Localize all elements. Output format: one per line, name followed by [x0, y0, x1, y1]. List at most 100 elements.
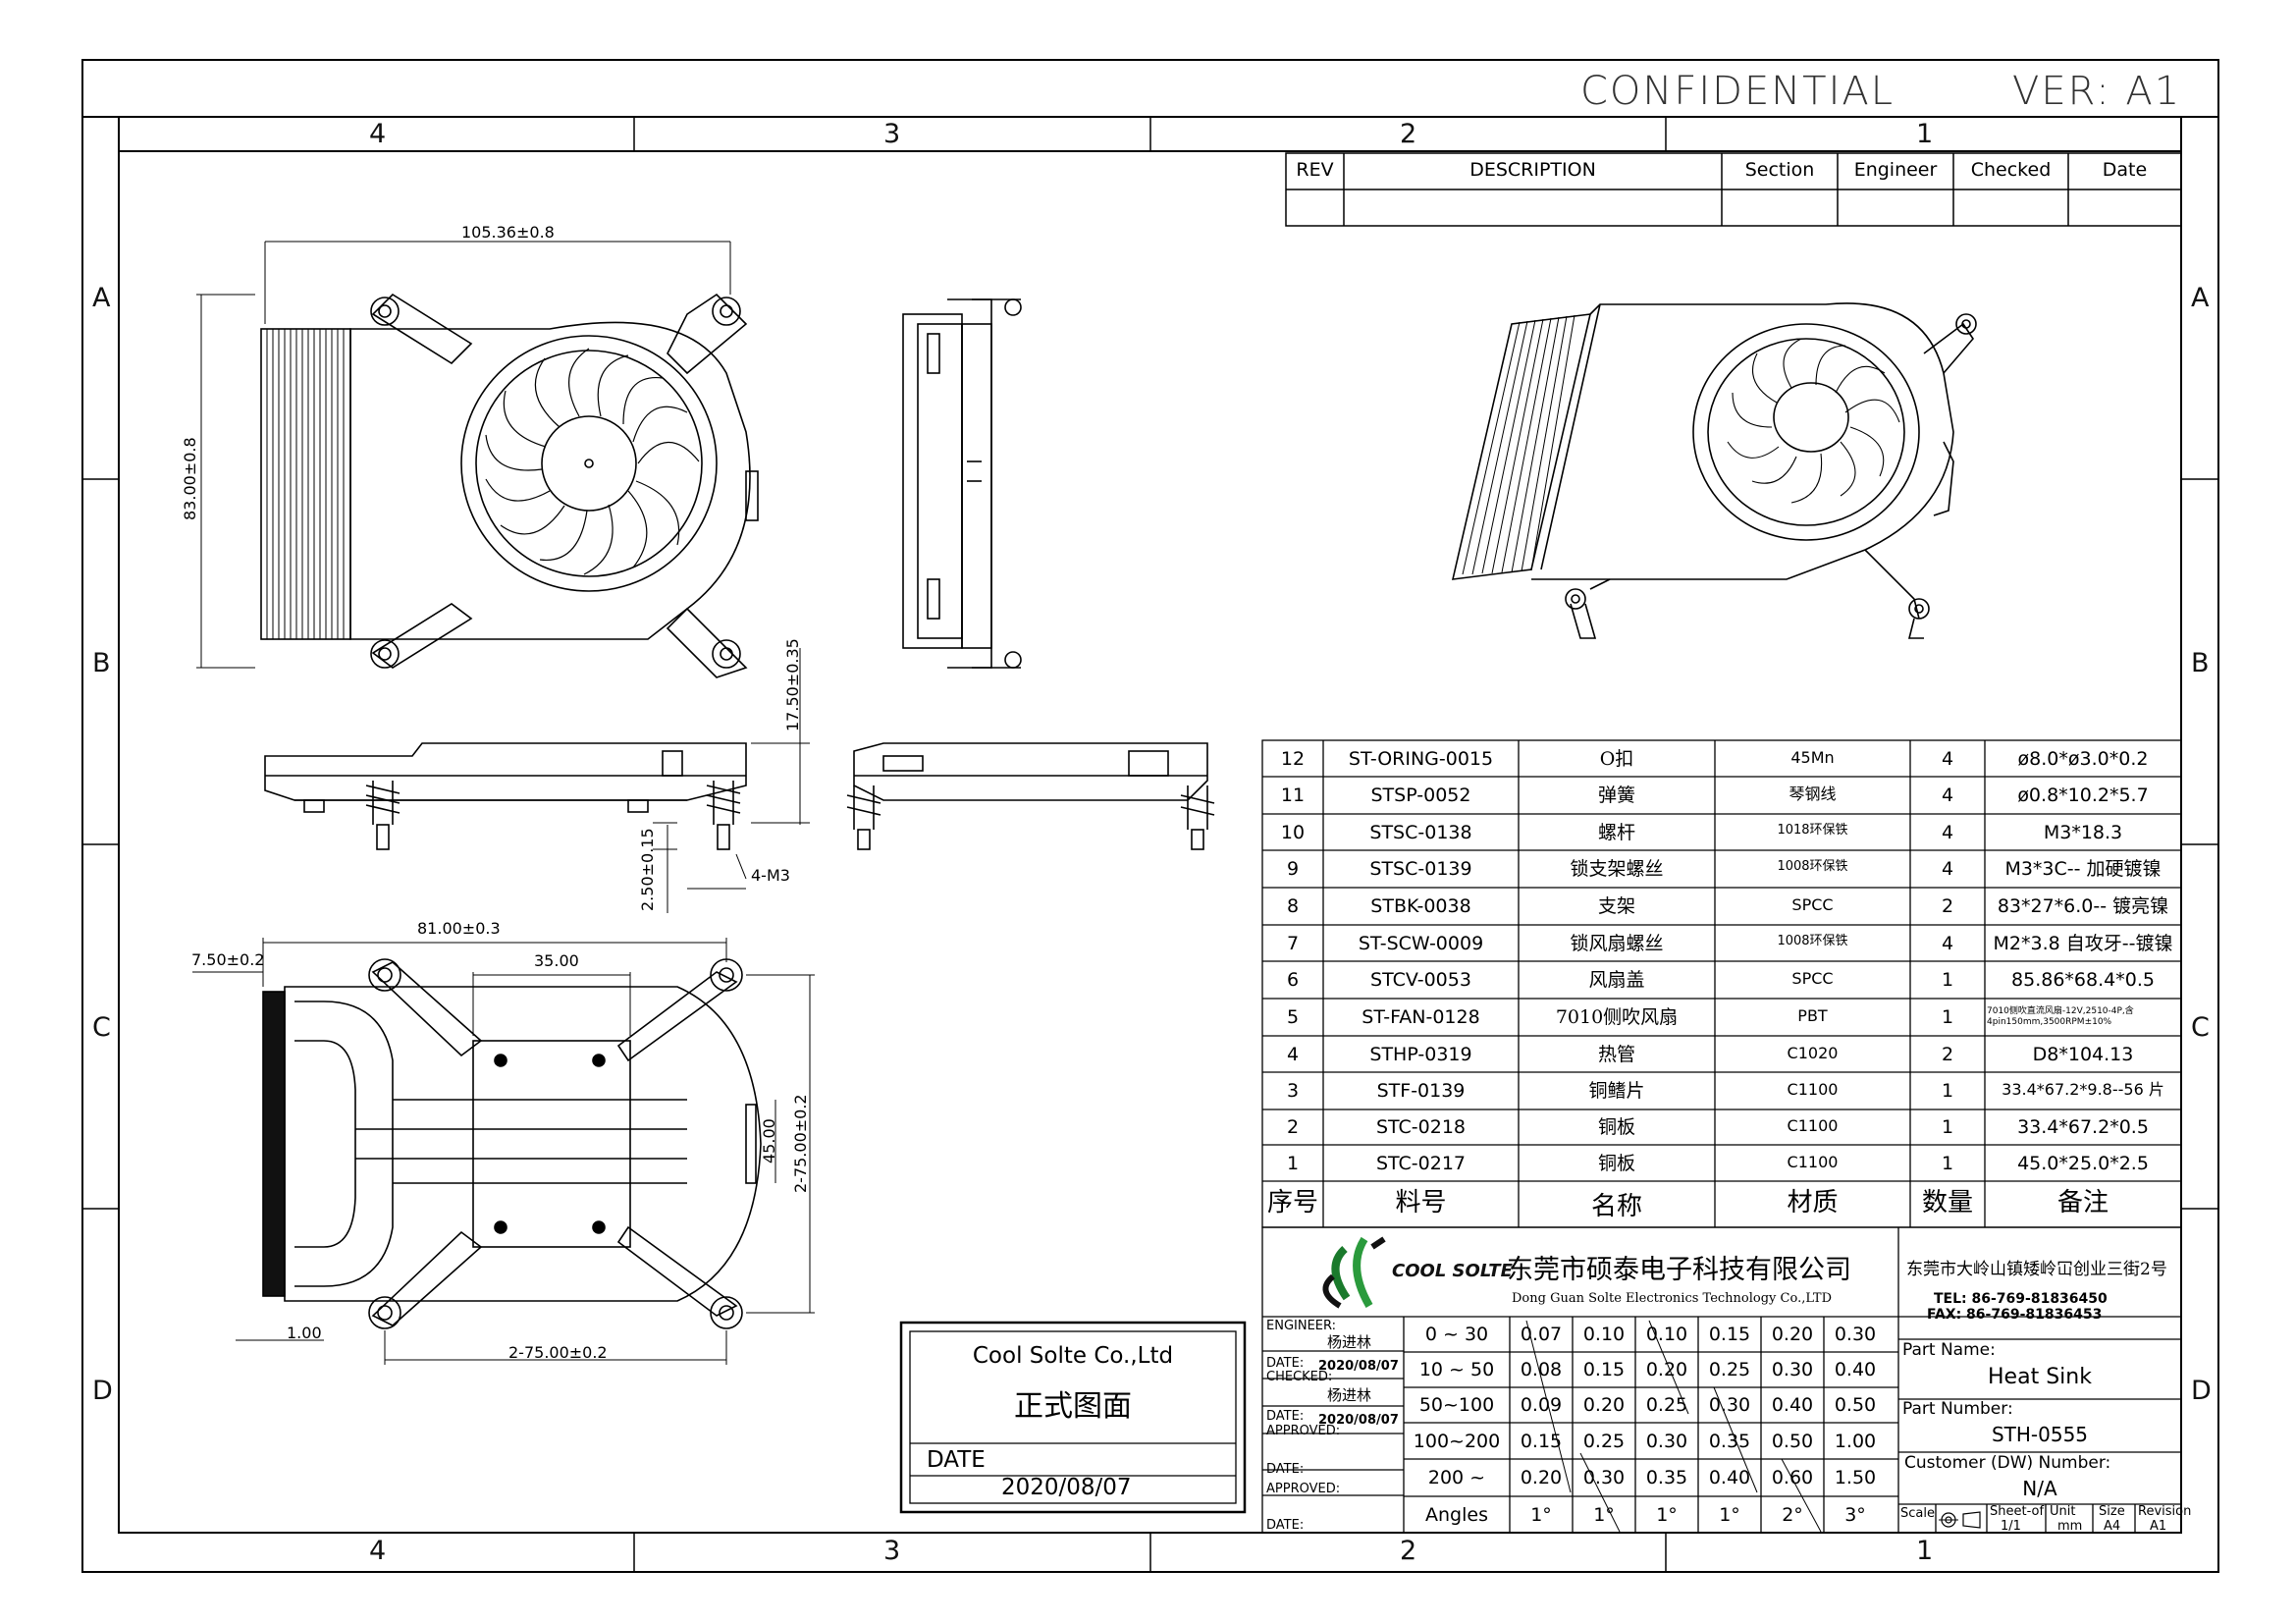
bom-cell-note: 7010侧吹直流风扇-12V,2510-4P,含4pin150mm,3500RP…	[1987, 1006, 2134, 1027]
date3-label: DATE:	[1266, 1462, 1305, 1477]
tolerance-value: 0.30	[1645, 1430, 1688, 1452]
tolerance-value: 0.09	[1520, 1394, 1563, 1416]
bom-cell-note: 83*27*6.0-- 镀亮镍	[1997, 895, 2169, 917]
bom-cell-part: STSC-0138	[1369, 821, 1472, 843]
bom-cell-part: STC-0218	[1375, 1116, 1467, 1138]
zone-row-b-right: B	[2191, 648, 2210, 678]
engineer-name: 杨进林	[1327, 1333, 1372, 1351]
bom-cell-material: SPCC	[1791, 969, 1834, 988]
tolerance-value: 0.35	[1645, 1467, 1688, 1488]
bom-cell-no: 2	[1286, 1116, 1300, 1138]
tolerance-value: 1°	[1530, 1503, 1552, 1526]
revision-value: A1	[2150, 1519, 2167, 1534]
bom-cell-no: 9	[1286, 858, 1300, 880]
tolerance-value: 0.30	[1771, 1359, 1814, 1380]
dim-side-height: 17.50±0.35	[783, 638, 802, 731]
company-logo-mark	[1322, 1236, 1386, 1309]
dim-plate-height: 45.00	[760, 1118, 778, 1163]
bom-cell-part: ST-FAN-0128	[1362, 1006, 1480, 1028]
tolerance-value: 0.25	[1582, 1430, 1626, 1452]
bom-cell-note: 33.4*67.2*0.5	[2017, 1116, 2149, 1138]
bom-cell-name: 螺杆	[1597, 821, 1635, 843]
bom-cell-qty: 1	[1941, 969, 1954, 991]
bom-cell-qty: 1	[1941, 1080, 1954, 1102]
tolerance-value: 0.15	[1520, 1430, 1563, 1452]
tolerance-value: 0.25	[1645, 1394, 1688, 1416]
zone-row-d-right: D	[2191, 1376, 2212, 1406]
bom-cell-material: SPCC	[1791, 895, 1834, 914]
bom-cell-qty: 2	[1941, 1043, 1954, 1065]
bom-cell-note: ø8.0*ø3.0*0.2	[2017, 747, 2149, 770]
approved-label: APPROVED:	[1266, 1424, 1341, 1438]
company-fax: FAX: 86-769-81836453	[1927, 1307, 2103, 1323]
bom-cell-note: 85.86*68.4*0.5	[2011, 969, 2155, 991]
zone-col-1-bottom: 1	[1916, 1536, 1934, 1566]
bom-cell-no: 7	[1286, 932, 1300, 954]
tolerance-value: 0.40	[1834, 1359, 1877, 1380]
bom-cell-name: 7010侧吹风扇	[1555, 1006, 1679, 1028]
bom-header-part: 料号	[1395, 1188, 1447, 1217]
zone-row-c-left: C	[92, 1012, 111, 1043]
bom-cell-part: STSC-0139	[1369, 858, 1472, 880]
version-label: VER: A1	[2012, 69, 2182, 114]
bom-cell-material: 45Mn	[1790, 747, 1835, 767]
bom-cell-material: C1100	[1787, 1152, 1839, 1171]
tolerance-range: 100~200	[1413, 1430, 1501, 1452]
dim-bottom-width: 81.00±0.3	[417, 919, 501, 938]
tolerance-value: 1.00	[1834, 1430, 1877, 1452]
tolerance-value: 0.20	[1582, 1394, 1626, 1416]
rev-header-date: Date	[2102, 159, 2148, 181]
tolerance-value: 0.15	[1708, 1324, 1751, 1345]
bom-cell-no: 4	[1286, 1043, 1300, 1065]
tolerance-value: 0.60	[1771, 1467, 1814, 1488]
zone-col-3-top: 3	[883, 119, 901, 149]
tolerance-value: 0.40	[1708, 1467, 1751, 1488]
bom-cell-qty: 4	[1941, 747, 1954, 770]
dim-fin-thickness: 1.00	[287, 1324, 322, 1342]
tolerance-range: 10 ~ 50	[1418, 1359, 1495, 1380]
tolerance-value: 1°	[1593, 1503, 1615, 1526]
bom-header-material: 材质	[1787, 1188, 1839, 1217]
bom-cell-note: 33.4*67.2*9.8--56 片	[2002, 1080, 2164, 1099]
company-tel: TEL: 86-769-81836450	[1934, 1291, 2108, 1307]
bom-cell-name: 支架	[1597, 895, 1635, 917]
zone-row-d-left: D	[92, 1376, 113, 1406]
zone-row-c-right: C	[2191, 1012, 2210, 1043]
part-name-value: Heat Sink	[1988, 1365, 2092, 1389]
company-name-cn: 东莞市硕泰电子科技有限公司	[1507, 1255, 1851, 1285]
bom-cell-no: 3	[1286, 1080, 1300, 1102]
tolerance-value: 0.07	[1520, 1324, 1563, 1345]
rev-header-section: Section	[1744, 159, 1815, 181]
bom-cell-name: 铜板	[1597, 1152, 1635, 1174]
dim-hole-spacing-h: 2-75.00±0.2	[508, 1343, 608, 1362]
date1-label: DATE:	[1266, 1356, 1305, 1371]
bom-cell-part: STCV-0053	[1370, 969, 1471, 991]
company-address: 东莞市大岭山镇矮岭冚创业三街2号	[1906, 1260, 2167, 1279]
bom-cell-qty: 1	[1941, 1152, 1954, 1174]
zone-row-b-left: B	[92, 648, 111, 678]
tolerance-range: Angles	[1425, 1503, 1488, 1526]
tolerance-value: 0.30	[1834, 1324, 1877, 1345]
tolerance-value: 0.20	[1771, 1324, 1814, 1345]
stamp-company: Cool Solte Co.,Ltd	[972, 1343, 1174, 1369]
bom-cell-material: 1008环保铁	[1777, 859, 1848, 874]
zone-row-a-left: A	[92, 283, 111, 313]
company-name-en: Dong Guan Solte Electronics Technology C…	[1512, 1291, 1832, 1306]
customer-number-value: N/A	[2022, 1477, 2057, 1500]
stamp-title: 正式图面	[1014, 1389, 1132, 1424]
part-number-value: STH-0555	[1991, 1423, 2089, 1446]
bom-header-name: 名称	[1590, 1192, 1642, 1221]
bom-cell-note: M3*3C-- 加硬镀镍	[2004, 858, 2162, 880]
dim-hole-spacing-v: 2-75.00±0.2	[791, 1094, 810, 1193]
dim-left-height: 83.00±0.8	[181, 437, 199, 520]
date4-label: DATE:	[1266, 1518, 1305, 1533]
bom-cell-qty: 4	[1941, 821, 1954, 843]
bom-cell-no: 11	[1280, 784, 1306, 806]
bom-cell-name: 铜鳍片	[1588, 1080, 1645, 1102]
bom-cell-material: PBT	[1797, 1006, 1828, 1025]
size-label: Size	[2099, 1504, 2125, 1519]
bom-cell-material: 1018环保铁	[1777, 822, 1848, 838]
tolerance-value: 0.08	[1520, 1359, 1563, 1380]
bom-cell-name: O扣	[1599, 747, 1634, 770]
